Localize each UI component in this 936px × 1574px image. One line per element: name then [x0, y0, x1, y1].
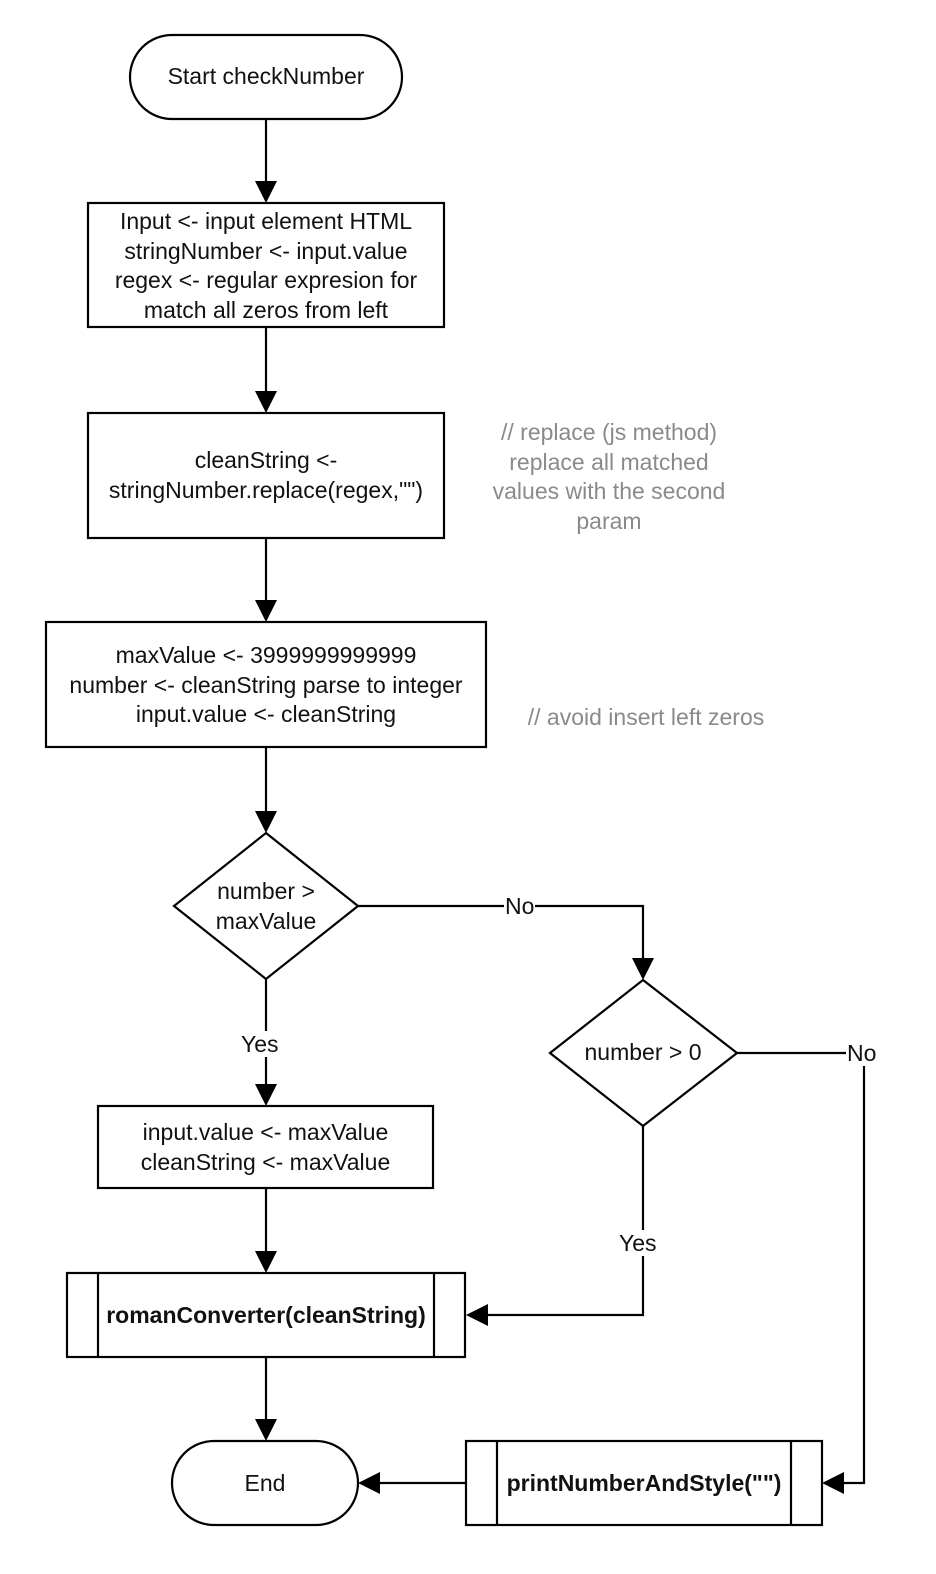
assign-comment: // avoid insert left zeros: [527, 704, 765, 730]
assign-text: maxValue <- 3999999999999 number <- clea…: [69, 642, 463, 727]
decision-zero-yes-label: Yes: [618, 1230, 658, 1256]
arrowhead-zero-yes: [466, 1304, 488, 1326]
init-process-box: [86, 201, 446, 329]
connector-zero-no: [737, 1051, 866, 1485]
arrowhead-max-no: [632, 958, 654, 980]
arrowhead-setmax-convert: [255, 1251, 277, 1273]
arrowhead-zero-no: [822, 1472, 844, 1494]
decision-max-yes-label: Yes: [240, 1031, 280, 1057]
arrowhead-convert-end: [255, 1419, 277, 1441]
end-label: End: [244, 1470, 286, 1496]
decision-max-text: number > maxValue: [215, 878, 317, 934]
decision-zero-text: number > 0: [584, 1039, 702, 1065]
set-max-process-box: [96, 1104, 435, 1190]
connector-max-no: [358, 904, 645, 959]
assign-process-box: [44, 620, 488, 749]
arrowhead-init-clean: [255, 391, 277, 413]
set-max-text: input.value <- maxValue cleanString <- m…: [140, 1119, 391, 1175]
arrowhead-assign-decision: [255, 811, 277, 833]
start-label: Start checkNumber: [167, 63, 365, 89]
clean-comment: // replace (js method) replace all match…: [492, 419, 726, 534]
arrowhead-clean-assign: [255, 600, 277, 622]
arrowhead-start-init: [255, 181, 277, 203]
clean-text: cleanString <- stringNumber.replace(rege…: [108, 447, 424, 503]
decision-max-no-label: No: [504, 893, 536, 919]
connector-zero-yes: [487, 1126, 645, 1317]
arrowhead-print-end: [358, 1472, 380, 1494]
decision-zero-no-label: No: [846, 1040, 878, 1066]
init-text: Input <- input element HTML stringNumber…: [114, 208, 418, 323]
print-text: printNumberAndStyle(""): [506, 1470, 782, 1496]
convert-text: romanConverter(cleanString): [106, 1302, 426, 1328]
arrowhead-max-yes: [255, 1084, 277, 1106]
